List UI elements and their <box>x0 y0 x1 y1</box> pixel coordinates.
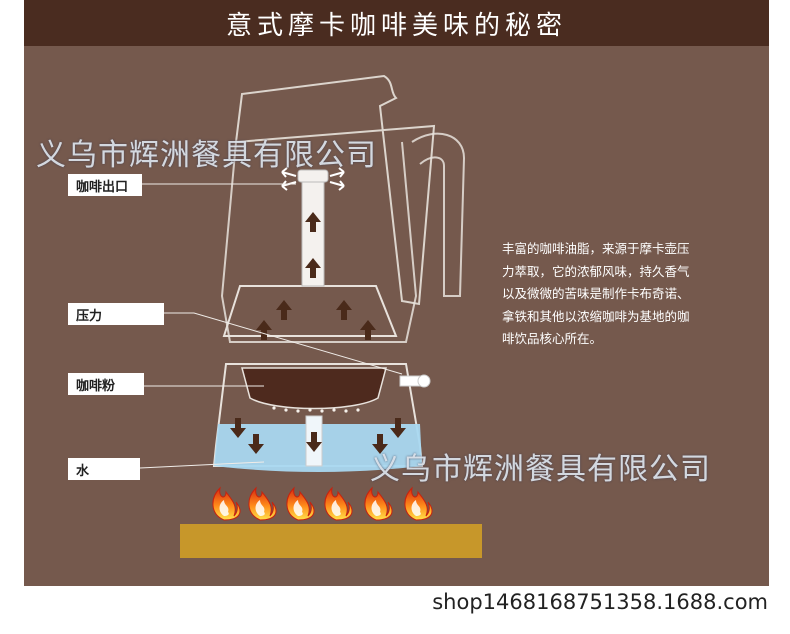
description-line: 拿铁和其他以浓缩咖啡为基地的咖 <box>502 308 690 324</box>
label-text: 压力 <box>76 308 103 324</box>
header-banner: 意式摩卡咖啡美味的秘密 <box>24 0 769 46</box>
coffee-powder <box>241 367 387 410</box>
upper-filter <box>222 285 398 337</box>
flame-icon <box>212 487 241 521</box>
arrow-up-icon <box>336 300 352 320</box>
description-line: 力萃取，它的浓郁风味，持久香气 <box>502 263 690 279</box>
moka-pot-diagram <box>139 74 482 558</box>
flame-icon <box>404 487 433 521</box>
diagram-panel: 咖啡出口 压力 咖啡粉 水 丰富的咖啡油脂，来源于摩卡壶压 力萃取，它的浓郁风味… <box>24 46 769 586</box>
description-line: 以及微微的苦味是制作卡布奇诺、 <box>502 286 690 301</box>
description-line: 啡饮品核心所在。 <box>502 331 603 346</box>
flame-icon <box>286 487 315 521</box>
jug-body <box>220 141 418 343</box>
watermark-top: 义乌市辉洲餐具有限公司 <box>36 138 377 173</box>
flame-icon <box>364 487 393 521</box>
label-text: 咖啡粉 <box>76 378 116 394</box>
label-text: 咖啡出口 <box>76 179 129 195</box>
filter-holes <box>272 406 360 413</box>
arrow-up-icon <box>276 300 292 320</box>
stove-plate <box>180 524 482 558</box>
label-text: 水 <box>76 463 90 479</box>
label-coffee-outlet: 咖啡出口 <box>68 174 142 196</box>
upper-chamber-outline <box>234 74 436 306</box>
shop-url[interactable]: shop1468168751358.1688.com <box>432 590 768 614</box>
flame-icon <box>324 487 353 521</box>
handle-outline <box>411 132 466 297</box>
description-text: 丰富的咖啡油脂，来源于摩卡壶压 力萃取，它的浓郁风味，持久香气 以及微微的苦味是… <box>502 238 742 351</box>
watermark-bottom: 义乌市辉洲餐具有限公司 <box>370 452 711 487</box>
label-pressure: 压力 <box>68 303 164 325</box>
label-water: 水 <box>68 458 140 480</box>
tube-cap <box>297 169 329 183</box>
flame-icon <box>248 487 277 521</box>
description-line: 丰富的咖啡油脂，来源于摩卡壶压 <box>502 241 690 256</box>
page-title: 意式摩卡咖啡美味的秘密 <box>225 10 567 41</box>
leader-lines <box>139 183 403 469</box>
label-coffee-powder: 咖啡粉 <box>68 373 144 395</box>
knob-icon <box>399 374 431 388</box>
